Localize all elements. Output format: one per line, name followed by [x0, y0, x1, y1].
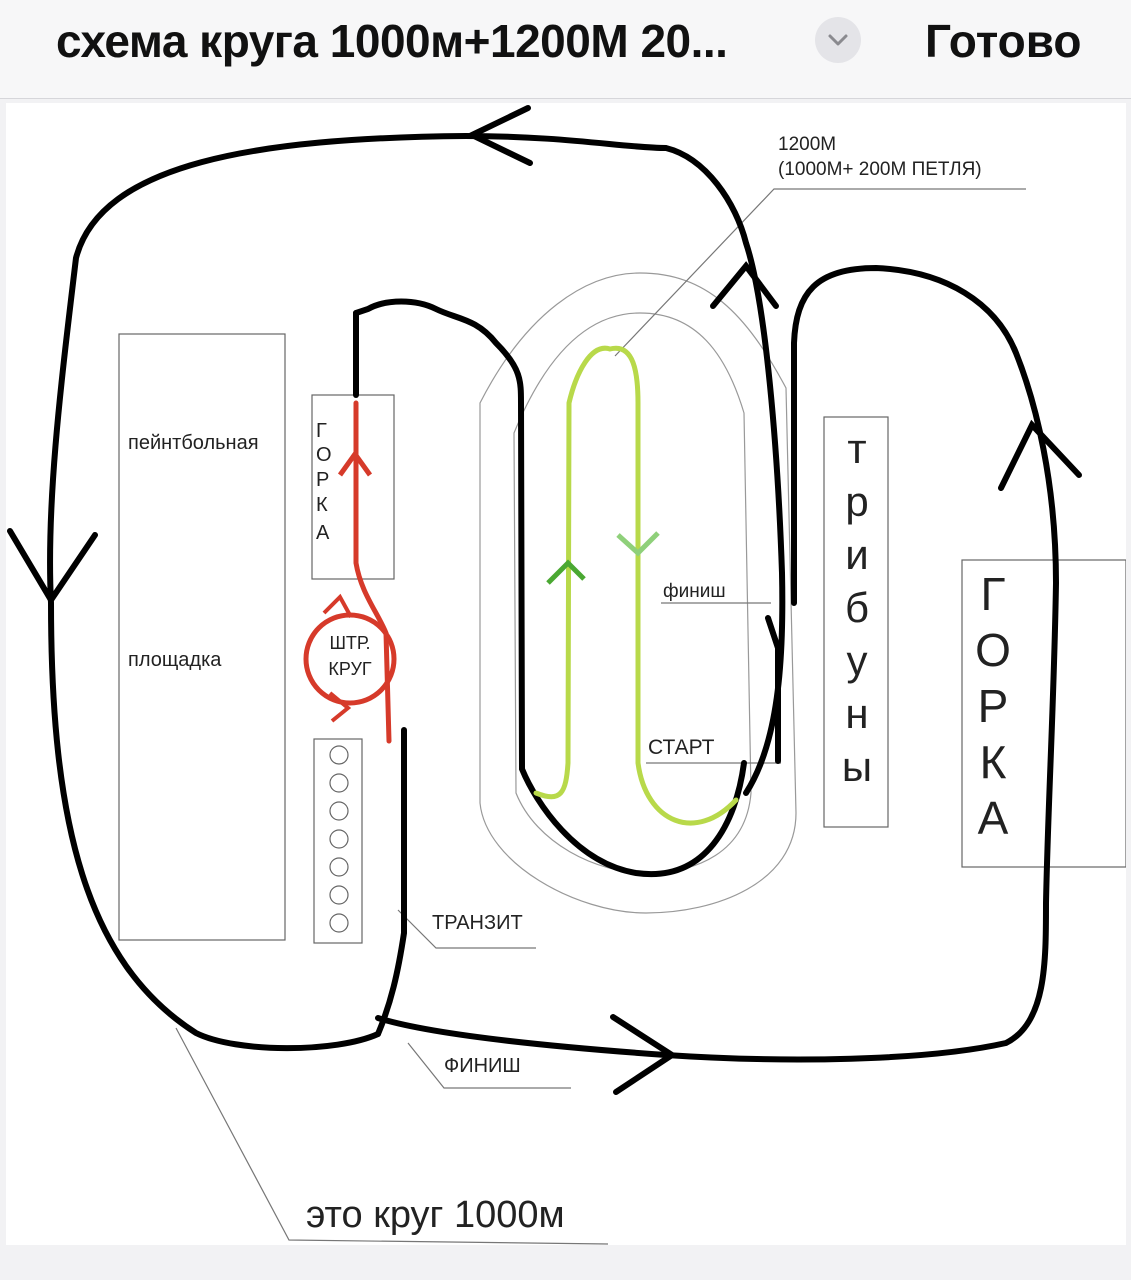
finish-loop-path: [375, 264, 1060, 1063]
small-hill-letter: Р: [316, 469, 329, 491]
small-hill-letter: О: [316, 444, 332, 466]
label-1200m: 1200М: [778, 134, 836, 155]
green-arrow-up-icon: [546, 559, 586, 585]
stands-letter: и: [845, 531, 868, 578]
stands-letter: ы: [842, 743, 872, 790]
label-1200m-sub: (1000М+ 200М ПЕТЛЯ): [778, 159, 982, 180]
label-finish-outer: ФИНИШ: [444, 1055, 521, 1077]
green-200m-loop-path: [533, 345, 739, 826]
arrow-down-left-icon: [7, 528, 98, 606]
stands-letter: у: [847, 637, 868, 684]
stands-box: [823, 416, 889, 828]
stadium-outline: [479, 272, 797, 914]
arrow-right-bottom-icon: [610, 1014, 678, 1095]
stands-letter: н: [845, 690, 868, 737]
toolbar: схема круга 1000м+1200М 20... Готово: [0, 0, 1131, 99]
big-hill-label: Г О Р К А: [975, 568, 1011, 844]
start-segment-path: [765, 615, 781, 764]
label-paintball-1: пейнтбольная: [128, 432, 259, 454]
small-hill-label: Г О Р К А: [316, 420, 332, 544]
paintball-area-box: [118, 333, 286, 941]
stands-letter: р: [845, 478, 868, 525]
small-hill-letter: А: [316, 522, 330, 544]
chevron-down-icon: [828, 34, 848, 46]
arrow-left-top-icon: [465, 105, 533, 166]
small-hill-letter: К: [316, 494, 328, 516]
big-hill-letter: Г: [981, 568, 1006, 620]
document-page: 1200М (1000М+ 200М ПЕТЛЯ) пейнтбольная п…: [6, 103, 1126, 1245]
arrow-up-right-icon: [998, 419, 1082, 491]
label-loop-1000: это круг 1000м: [306, 1194, 565, 1236]
big-hill-letter: О: [975, 624, 1011, 676]
transit-path: [375, 727, 407, 1037]
big-hill-letter: А: [978, 792, 1009, 844]
course-map: 1200М (1000М+ 200М ПЕТЛЯ) пейнтбольная п…: [7, 105, 1126, 1245]
stands-letter: б: [845, 584, 869, 631]
stadium-track-outline: [513, 312, 752, 874]
title-dropdown-button[interactable]: [815, 17, 861, 63]
shooting-targets: [329, 745, 349, 933]
label-penalty-2: КРУГ: [328, 659, 372, 679]
small-hill-letter: Г: [316, 420, 327, 442]
label-paintball-2: площадка: [128, 649, 222, 671]
document-title: схема круга 1000м+1200М 20...: [56, 15, 728, 67]
stands-letter: т: [847, 425, 866, 472]
stands-label: т р и б у н ы: [842, 425, 872, 790]
label-finish-inner: финиш: [663, 581, 726, 602]
shooting-range-box: [313, 738, 363, 944]
red-arrow-circle-bottom-icon: [328, 691, 352, 723]
stadium-loop-path: [353, 298, 747, 878]
label-penalty-1: ШТР.: [329, 633, 370, 653]
label-start: СТАРТ: [648, 736, 715, 759]
red-arrow-up-icon: [337, 449, 373, 477]
direction-arrows: [7, 105, 1082, 1095]
big-hill-letter: Р: [978, 680, 1009, 732]
label-transit: ТРАНЗИТ: [432, 912, 523, 934]
red-arrow-circle-top-icon: [322, 593, 353, 618]
done-button[interactable]: Готово: [925, 15, 1082, 67]
outer-loop-path: [47, 132, 786, 1052]
arrow-up-center-icon: [710, 261, 779, 309]
green-arrow-down-icon: [616, 531, 660, 557]
big-hill-letter: К: [980, 736, 1007, 788]
